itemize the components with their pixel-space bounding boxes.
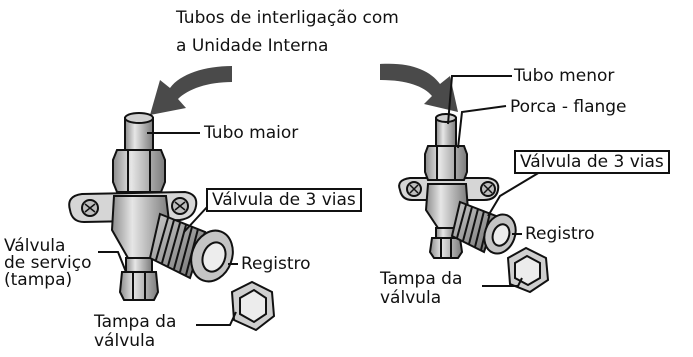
label-registro-right: Registro — [525, 224, 595, 244]
left-arrow-icon — [150, 66, 232, 115]
label-valvula-3-vias-left: Válvula de 3 vias — [206, 188, 362, 212]
left-valve-drawing — [68, 112, 234, 301]
label-tubo-maior: Tubo maior — [204, 123, 299, 143]
right-valve-cap-drawing — [506, 246, 550, 294]
leader-valvula-3-vias-left — [183, 205, 209, 233]
header-line-2: a Unidade Interna — [176, 36, 329, 56]
right-arrow-icon — [380, 63, 458, 112]
leader-lines — [98, 75, 541, 326]
leader-valvula-3-vias-right — [487, 171, 541, 217]
label-tampa-left: Tampa da válvula — [94, 312, 177, 351]
leader-tampa-left — [196, 311, 237, 326]
left-valve-cap-drawing — [230, 280, 276, 332]
leader-valvula-servico — [98, 251, 127, 273]
leader-tubo-menor — [447, 75, 512, 125]
label-valvula-3-vias-right: Válvula de 3 vias — [514, 150, 670, 174]
right-valve-drawing — [398, 113, 517, 259]
leader-porca-flange — [457, 105, 507, 149]
label-porca-flange: Porca - flange — [510, 97, 627, 117]
label-tampa-right: Tampa da válvula — [380, 269, 463, 308]
leader-tampa-right — [482, 277, 523, 287]
label-valvula-servico: Válvula de serviço (tampa) — [4, 236, 92, 290]
header-line-1: Tubos de interligação com — [176, 8, 399, 28]
label-tubo-menor: Tubo menor — [514, 66, 615, 86]
label-registro-left: Registro — [241, 254, 311, 274]
